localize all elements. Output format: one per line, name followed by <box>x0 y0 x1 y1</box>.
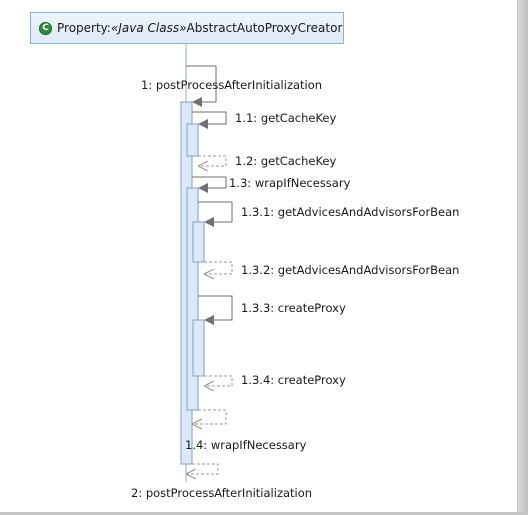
window-edge-right <box>517 0 528 515</box>
message-1-4-label[interactable]: 1.4: wrapIfNecessary <box>185 438 307 452</box>
lifeline-stereotype: «Java Class» <box>110 21 187 35</box>
message-1-2-arrow[interactable] <box>198 155 227 166</box>
lifeline-class-name: AbstractAutoProxyCreator <box>186 21 343 35</box>
message-1-3-4-label[interactable]: 1.3.4: createProxy <box>241 373 346 387</box>
message-2-label[interactable]: 2: postProcessAfterInitialization <box>131 486 313 500</box>
message-1-2-label[interactable]: 1.2: getCacheKey <box>235 154 337 168</box>
activation-get-cache-key[interactable] <box>186 123 199 157</box>
message-1-3-2-arrow[interactable] <box>204 261 233 274</box>
activation-wrap-if-necessary[interactable] <box>186 187 199 411</box>
message-1-3-3-label[interactable]: 1.3.3: createProxy <box>241 301 346 315</box>
message-1-3-1-arrow[interactable] <box>198 201 233 227</box>
activation-get-advices[interactable] <box>192 221 205 263</box>
message-1-3-label[interactable]: 1.3: wrapIfNecessary <box>229 176 351 190</box>
message-1-3-3-arrow[interactable] <box>198 295 233 325</box>
lifeline-prefix: Property: <box>57 21 111 35</box>
java-class-icon: C <box>39 21 52 35</box>
message-1-3-arrow[interactable] <box>192 176 227 193</box>
message-1-4-arrow[interactable] <box>193 409 227 424</box>
message-1-arrow[interactable] <box>186 65 217 107</box>
message-1-3-2-label[interactable]: 1.3.2: getAdvicesAndAdvisorsForBean <box>241 263 460 277</box>
message-1-3-1-label[interactable]: 1.3.1: getAdvicesAndAdvisorsForBean <box>241 205 460 219</box>
lifeline-header[interactable]: C Property: «Java Class» AbstractAutoPro… <box>30 12 344 44</box>
message-1-1-arrow[interactable] <box>192 111 227 129</box>
message-1-3-4-arrow[interactable] <box>204 375 233 386</box>
window-edge-bottom <box>0 512 528 515</box>
message-1-1-label[interactable]: 1.1: getCacheKey <box>235 111 337 125</box>
message-2-arrow[interactable] <box>187 463 219 474</box>
activation-create-proxy[interactable] <box>192 319 205 377</box>
message-1-label[interactable]: 1: postProcessAfterInitialization <box>141 78 323 92</box>
